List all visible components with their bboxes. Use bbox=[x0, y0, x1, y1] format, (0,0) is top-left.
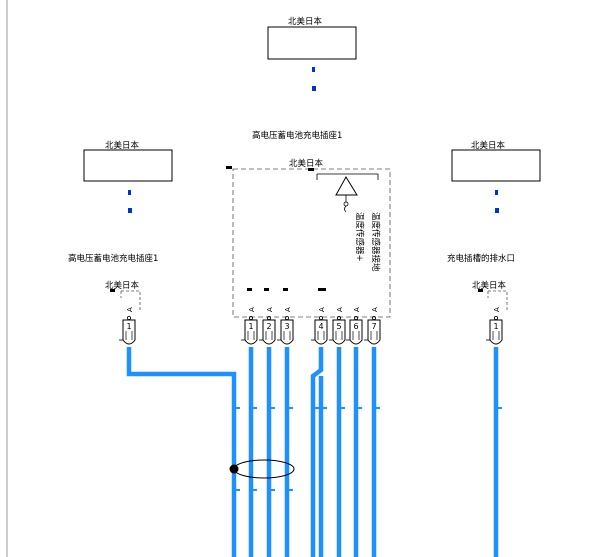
left-box-region-label: 北美日本 bbox=[105, 140, 140, 151]
right-box-rect bbox=[451, 149, 541, 182]
pin-letter-label: A bbox=[371, 307, 379, 312]
center-top-tag bbox=[308, 168, 314, 171]
connector-pin-right-1[interactable]: A1 bbox=[486, 307, 503, 345]
left-connector-title: 高电压蓄电池充电插座1 bbox=[68, 253, 158, 264]
pin-letter-label: A bbox=[126, 307, 134, 312]
left-region-box[interactable]: 北美日本 bbox=[83, 140, 173, 182]
pin-letter-label: A bbox=[493, 307, 501, 312]
top-continuation-marker bbox=[312, 67, 316, 91]
center-connector-outline[interactable] bbox=[232, 168, 391, 318]
right-connector-region: 北美日本 bbox=[472, 280, 507, 291]
connector-pin-center-5[interactable]: A5 bbox=[329, 307, 346, 345]
sensor-ground-label: 温度传感器接地 bbox=[370, 212, 381, 272]
pin-number-label: 1 bbox=[493, 322, 498, 331]
pin-number-label: 4 bbox=[318, 322, 323, 331]
sensor-plus-label: 温度传感器+ bbox=[354, 212, 365, 262]
pin-letter-label: A bbox=[266, 307, 274, 312]
left-connector-pin[interactable]: A1 bbox=[119, 307, 136, 345]
left-connector-region: 北美日本 bbox=[105, 280, 140, 291]
pin-tags bbox=[247, 288, 326, 291]
right-connector-tag bbox=[478, 289, 483, 292]
right-connector-outline bbox=[487, 290, 508, 312]
connector-pin-center-6[interactable]: A6 bbox=[346, 307, 363, 345]
left-connector-outline bbox=[120, 290, 141, 312]
pin-letter-label: A bbox=[336, 307, 344, 312]
temperature-sensor-icon bbox=[335, 176, 358, 213]
pin-letter-label: A bbox=[248, 307, 256, 312]
center-connector-title: 高电压蓄电池充电插座1 bbox=[252, 130, 342, 141]
pin-number-label: 6 bbox=[353, 322, 358, 331]
pin-number-label: 2 bbox=[266, 322, 271, 331]
pin-letter-label: A bbox=[353, 307, 361, 312]
pin-letter-label: A bbox=[318, 307, 326, 312]
pin-number-label: 3 bbox=[284, 322, 289, 331]
left-continuation-marker bbox=[128, 190, 132, 213]
right-continuation-marker bbox=[495, 190, 499, 213]
pin-number-label: 1 bbox=[248, 322, 253, 331]
connector-pin-left-1[interactable]: A1 bbox=[119, 307, 136, 345]
top-region-box[interactable]: 北美日本 bbox=[267, 16, 357, 60]
left-box-rect bbox=[83, 149, 173, 182]
right-connector-pin[interactable]: A1 bbox=[486, 307, 503, 345]
sensor-bracket bbox=[316, 173, 379, 180]
center-region-label: 北美日本 bbox=[289, 158, 324, 169]
right-region-box[interactable]: 北美日本 bbox=[451, 140, 541, 182]
right-connector-title: 充电插槽的排水口 bbox=[447, 253, 515, 264]
center-corner-tag bbox=[226, 166, 232, 169]
left-connector-tag bbox=[110, 289, 115, 292]
wire-harness bbox=[126, 347, 499, 557]
top-box-rect bbox=[267, 26, 357, 60]
top-region-label: 北美日本 bbox=[288, 16, 323, 27]
connector-pin-center-4[interactable]: A4 bbox=[311, 307, 328, 345]
wire-left-pin1 bbox=[126, 347, 237, 557]
connector-pin-center-3[interactable]: A3 bbox=[277, 307, 294, 345]
connector-pin-center-7[interactable]: A7 bbox=[364, 307, 381, 345]
connector-pin-center-1[interactable]: A1 bbox=[241, 307, 258, 345]
pin-number-label: 5 bbox=[336, 322, 341, 331]
pin-number-label: 7 bbox=[371, 322, 376, 331]
connector-pin-center-2[interactable]: A2 bbox=[259, 307, 276, 345]
shield-ellipse bbox=[229, 459, 295, 479]
wire-pin4 bbox=[310, 347, 324, 557]
pin-letter-label: A bbox=[284, 307, 292, 312]
right-box-region-label: 北美日本 bbox=[471, 140, 506, 151]
pin-number-label: 1 bbox=[126, 322, 131, 331]
